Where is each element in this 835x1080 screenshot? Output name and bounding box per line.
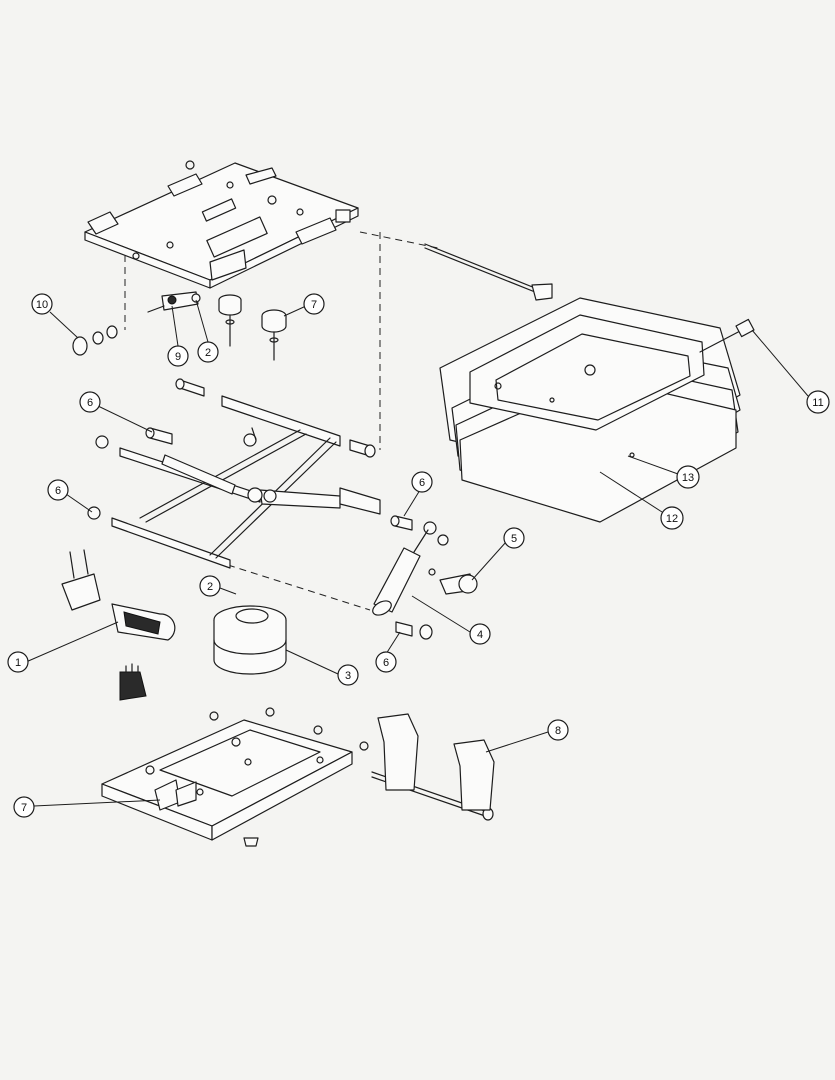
callout-label: 6 — [55, 485, 61, 497]
pin — [428, 568, 478, 595]
callout-13: 13 — [627, 455, 700, 489]
lever-handle — [371, 713, 495, 821]
callout-2-mid: 2 — [199, 575, 237, 597]
callout-label: 11 — [812, 397, 823, 409]
scissor-frame — [87, 395, 381, 569]
air-spring — [213, 605, 287, 675]
callout-label: 12 — [666, 513, 678, 525]
shock-absorber — [372, 529, 429, 616]
callout-6-b: 6 — [47, 479, 93, 513]
callout-label: 2 — [207, 581, 213, 593]
callout-6-c: 6 — [403, 471, 433, 517]
callout-6-a: 6 — [79, 391, 153, 433]
compressor — [61, 549, 176, 701]
callout-label: 7 — [21, 802, 27, 814]
callout-7-bottom: 7 — [13, 796, 161, 818]
handle-rod-assembly — [699, 318, 755, 353]
callout-label: 4 — [477, 629, 483, 641]
callout-8: 8 — [485, 719, 569, 753]
callout-label: 6 — [383, 657, 389, 669]
adjuster-rod — [424, 243, 553, 301]
callout-label: 7 — [311, 299, 317, 311]
callout-3: 3 — [285, 649, 359, 686]
callout-7-top: 7 — [283, 293, 325, 317]
callout-5: 5 — [471, 527, 525, 581]
upper-mounting-plate — [84, 160, 359, 289]
callout-6-d: 6 — [375, 631, 401, 673]
callout-label: 9 — [175, 351, 181, 363]
callout-10: 10 — [31, 293, 79, 339]
callout-label: 3 — [345, 670, 351, 682]
callout-label: 10 — [36, 299, 48, 311]
callout-12: 12 — [599, 471, 684, 530]
rubber-mounts — [218, 294, 287, 361]
alignment-lines — [124, 231, 439, 611]
callout-11: 11 — [751, 329, 830, 414]
callout-2-top: 2 — [195, 299, 219, 363]
callout-label: 6 — [87, 397, 93, 409]
callout-label: 6 — [419, 477, 425, 489]
callout-4: 4 — [411, 595, 491, 645]
callout-label: 2 — [205, 347, 211, 359]
base-plate — [101, 707, 369, 847]
callout-label: 8 — [555, 725, 561, 737]
valve-fitting — [147, 291, 201, 313]
callout-9: 9 — [167, 305, 189, 367]
bushings — [145, 378, 449, 640]
callout-label: 1 — [15, 657, 21, 669]
knob-washers — [72, 325, 118, 356]
callout-label: 13 — [682, 472, 694, 484]
callout-1: 1 — [7, 621, 119, 673]
bellows-cover — [439, 297, 741, 523]
callouts: 1 2 2 3 4 5 6 6 — [7, 293, 830, 818]
callout-label: 5 — [511, 533, 517, 545]
